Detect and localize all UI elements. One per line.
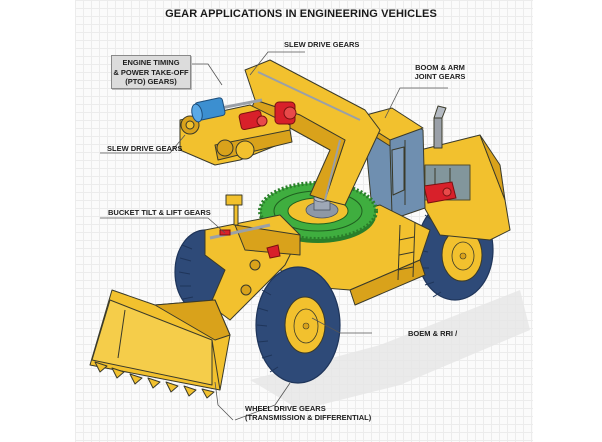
label-line: JOINT GEARS xyxy=(414,72,466,81)
label-slew-drive-top: SLEW DRIVE GEARS xyxy=(284,40,360,49)
label-line: ENGINE TIMING xyxy=(122,58,180,67)
boom-joint-gear xyxy=(238,101,297,131)
label-line: BOOM & ARM xyxy=(415,63,465,72)
label-wheel-drive: WHEEL DRIVE GEARS (TRANSMISSION & DIFFER… xyxy=(245,404,371,422)
leader-slew-top xyxy=(249,51,305,76)
leader-bucket-tilt xyxy=(100,217,226,234)
label-engine-timing: ENGINE TIMING & POWER TAKE-OFF (PTO) GEA… xyxy=(111,55,191,89)
leader-boom-arm xyxy=(384,87,448,119)
loader-bucket xyxy=(89,289,231,399)
leader-boem xyxy=(311,317,372,334)
leader-wheel-drive-b xyxy=(234,382,291,421)
front-right-tire xyxy=(255,266,341,384)
leader-engine-timing xyxy=(191,63,223,86)
label-line: & POWER TAKE-OFF xyxy=(113,67,189,77)
label-boom-arm: BOOM & ARM JOINT GEARS xyxy=(405,63,475,81)
engine-gearbox xyxy=(423,181,457,204)
ground-shadow xyxy=(250,290,530,410)
diagram-title: GEAR APPLICATIONS IN ENGINEERING VEHICLE… xyxy=(165,8,437,20)
label-slew-drive-left: SLEW DRIVE GEARS xyxy=(107,144,183,153)
pto-gear-assembly xyxy=(191,97,226,123)
label-boem-rri: BOEM & RRI / xyxy=(408,329,458,338)
leader-wheel-drive-a xyxy=(214,381,234,421)
rear-body xyxy=(419,105,511,241)
label-bucket-tilt: BUCKET TILT & LIFT GEARS xyxy=(108,208,211,217)
leader-lines xyxy=(100,51,448,421)
label-line: (PTO) GEARS) xyxy=(125,77,177,86)
label-line: WHEEL DRIVE GEARS xyxy=(245,404,326,413)
boom-arm xyxy=(244,59,381,206)
leader-slew-left xyxy=(100,134,186,154)
label-line: (TRANSMISSION & DIFFERENTIAL) xyxy=(245,413,372,422)
loader-lift-arms xyxy=(204,194,301,321)
